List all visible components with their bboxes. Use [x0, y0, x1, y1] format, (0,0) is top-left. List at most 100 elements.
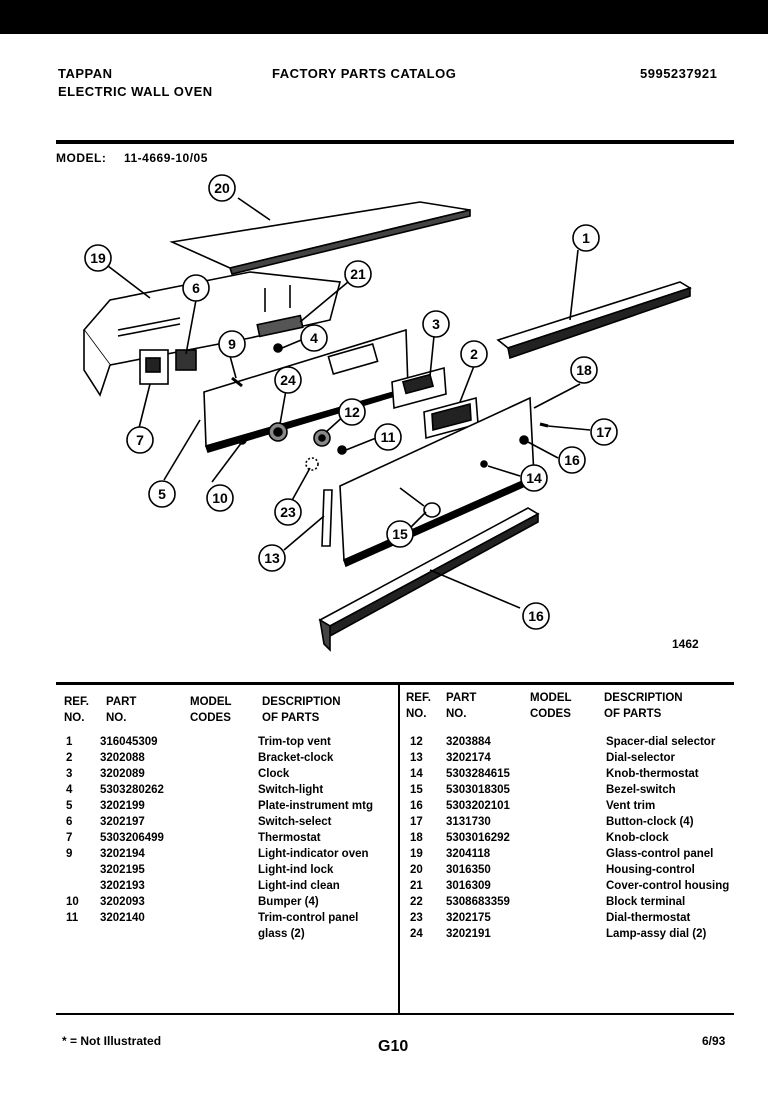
table-cell: Bumper (4): [258, 896, 319, 908]
table-cell: 5303018305: [446, 784, 510, 796]
table-bottom-rule: [56, 1013, 734, 1015]
table-cell: 5303202101: [446, 800, 510, 812]
callout-11: 13: [258, 544, 286, 572]
callout-21: 20: [208, 174, 236, 202]
callout-1: 1: [572, 224, 600, 252]
callout-14: 15: [386, 520, 414, 548]
callout-9: 9: [218, 330, 246, 358]
header-rule: [56, 140, 734, 144]
model-label: MODEL:: [56, 151, 107, 165]
svg-text:18: 18: [576, 362, 592, 378]
table-cell: 3131730: [446, 816, 491, 828]
table-cell: [66, 926, 79, 942]
svg-text:16: 16: [528, 608, 544, 624]
table-cell: 22: [410, 896, 423, 908]
table-cell: Light-ind clean: [258, 880, 340, 892]
callout-12: 11: [374, 423, 402, 451]
table-cell: Housing-control: [606, 864, 695, 876]
table-cell: 14: [410, 768, 423, 780]
table-cell: Bezel-switch: [606, 784, 676, 796]
table-cell: glass (2): [258, 928, 305, 940]
table-cell: 21: [410, 880, 423, 892]
svg-text:3: 3: [432, 316, 440, 332]
table-cell: 3016350: [446, 864, 491, 876]
table-top-rule: [56, 682, 734, 685]
product-label: ELECTRIC WALL OVEN: [58, 84, 213, 99]
callout-2: 2: [460, 340, 488, 368]
callout-17: 16: [558, 446, 586, 474]
model-value: 11-4669-10/05: [124, 151, 208, 165]
table-cell: 16: [410, 800, 423, 812]
table-cell: 10: [66, 896, 79, 908]
table-center-divider: [398, 685, 400, 1013]
table-cell: Knob-thermostat: [606, 768, 699, 780]
table-cell: 5303016292: [446, 832, 510, 844]
table-cell: Plate-instrument mtg: [258, 800, 374, 812]
callout-18: 17: [590, 418, 618, 446]
table-cell: Switch-select: [258, 816, 332, 828]
table-cell: 3202089: [100, 768, 145, 780]
table-cell: 3204118: [446, 848, 491, 860]
table-cell: 24: [410, 928, 423, 940]
table-cell: 3202093: [100, 896, 145, 908]
table-cell: Glass-control panel: [606, 848, 714, 860]
table-cell: 5: [66, 800, 73, 812]
table-cell: 23: [410, 912, 423, 924]
callout-23: 23: [274, 498, 302, 526]
table-cell: 6: [66, 816, 73, 828]
table-cell: 12: [410, 736, 423, 748]
exploded-parts-diagram: 20 19 21 6 4 1 3 2 9 24 18 12 11 17 16 1…: [82, 174, 699, 652]
hdr-ref-right: REF.NO.: [406, 692, 431, 720]
table-cell: 3202197: [100, 816, 145, 828]
svg-text:10: 10: [212, 490, 228, 506]
page-code: G10: [378, 1038, 409, 1055]
catalog-number: 5995237921: [640, 66, 718, 81]
table-cell: 5303280262: [100, 784, 164, 796]
table-cell: 5303284615: [446, 768, 510, 780]
not-illustrated-note: * = Not Illustrated: [62, 1034, 162, 1048]
table-cell: 5303206499: [100, 832, 164, 844]
table-cell: Trim-top vent: [258, 736, 331, 748]
table-cell: 3202175: [446, 912, 491, 924]
svg-text:17: 17: [596, 424, 612, 440]
top-black-band: [0, 0, 768, 34]
callout-10: 10: [206, 484, 234, 512]
table-cell: Switch-light: [258, 784, 324, 796]
hdr-ref-left: REF.NO.: [64, 696, 89, 724]
svg-text:16: 16: [564, 452, 580, 468]
table-cell: [66, 878, 79, 894]
svg-text:5: 5: [158, 486, 166, 502]
table-cell: 17: [410, 816, 423, 828]
callout-20: 19: [84, 244, 112, 272]
table-cell: 11: [66, 912, 79, 924]
svg-text:20: 20: [214, 180, 230, 196]
table-cell: Bracket-clock: [258, 752, 334, 764]
svg-text:23: 23: [280, 504, 296, 520]
callout-24: 24: [274, 366, 302, 394]
table-cell: 3202191: [446, 928, 491, 940]
svg-text:13: 13: [264, 550, 280, 566]
table-cell: 18: [410, 832, 423, 844]
table-cell: 7: [66, 832, 73, 844]
table-cell: 3203884: [446, 736, 491, 748]
table-cell: Clock: [258, 768, 290, 780]
callout-3: 3: [422, 310, 450, 338]
callout-19: 18: [570, 356, 598, 384]
table-cell: 3202193: [100, 880, 145, 892]
svg-text:7: 7: [136, 432, 144, 448]
callout-6: 6: [182, 274, 210, 302]
catalog-date: 6/93: [702, 1034, 726, 1048]
svg-text:1: 1: [582, 230, 590, 246]
callout-16: 16: [522, 602, 550, 630]
table-cell: 5308683359: [446, 896, 510, 908]
table-cell: Block terminal: [606, 896, 686, 908]
callout-13: 12: [338, 398, 366, 426]
table-cell: 3202088: [100, 752, 145, 764]
svg-text:21: 21: [350, 266, 366, 282]
